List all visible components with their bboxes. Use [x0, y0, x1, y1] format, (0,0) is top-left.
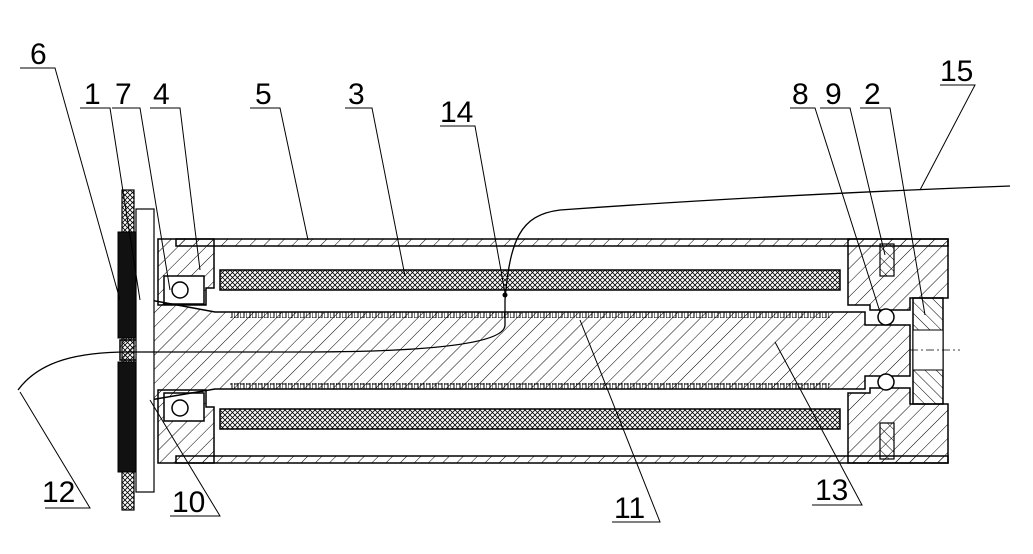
housing-top-wall [175, 238, 949, 247]
wire-point-14 [502, 292, 508, 298]
screw-top [879, 243, 895, 277]
wire [17, 185, 1011, 391]
thread-bottom [230, 383, 830, 389]
coil-bottom [219, 408, 841, 430]
label-14: 14 [440, 96, 473, 129]
label-6: 6 [30, 38, 47, 71]
left-bearing-ball-bottom [171, 399, 189, 417]
label-2: 2 [864, 78, 881, 111]
label-15: 15 [940, 55, 973, 88]
label-9: 9 [825, 78, 842, 111]
left-bearing-ball-top [171, 281, 189, 299]
label-5: 5 [255, 78, 272, 111]
label-3: 3 [348, 78, 365, 111]
right-bearing-ball-bottom [877, 373, 895, 391]
label-12: 12 [42, 476, 75, 509]
label-10: 10 [172, 486, 205, 519]
label-7: 7 [115, 78, 132, 111]
thread-top [230, 312, 830, 318]
magnet-top [117, 231, 137, 339]
right-end-block-bottom [847, 387, 949, 464]
label-13: 13 [815, 474, 848, 507]
label-4: 4 [153, 78, 170, 111]
right-bearing-ball-top [877, 308, 895, 326]
label-1: 1 [84, 78, 101, 111]
label-8: 8 [792, 78, 809, 111]
leader-lines [19, 67, 976, 523]
right-end-block-top [847, 238, 949, 311]
magnet-bottom [117, 361, 137, 473]
housing-bottom-wall [175, 455, 949, 464]
cover-plate [135, 208, 155, 493]
label-11: 11 [614, 492, 645, 525]
screw-bottom [879, 422, 895, 460]
coil-top [219, 269, 841, 291]
